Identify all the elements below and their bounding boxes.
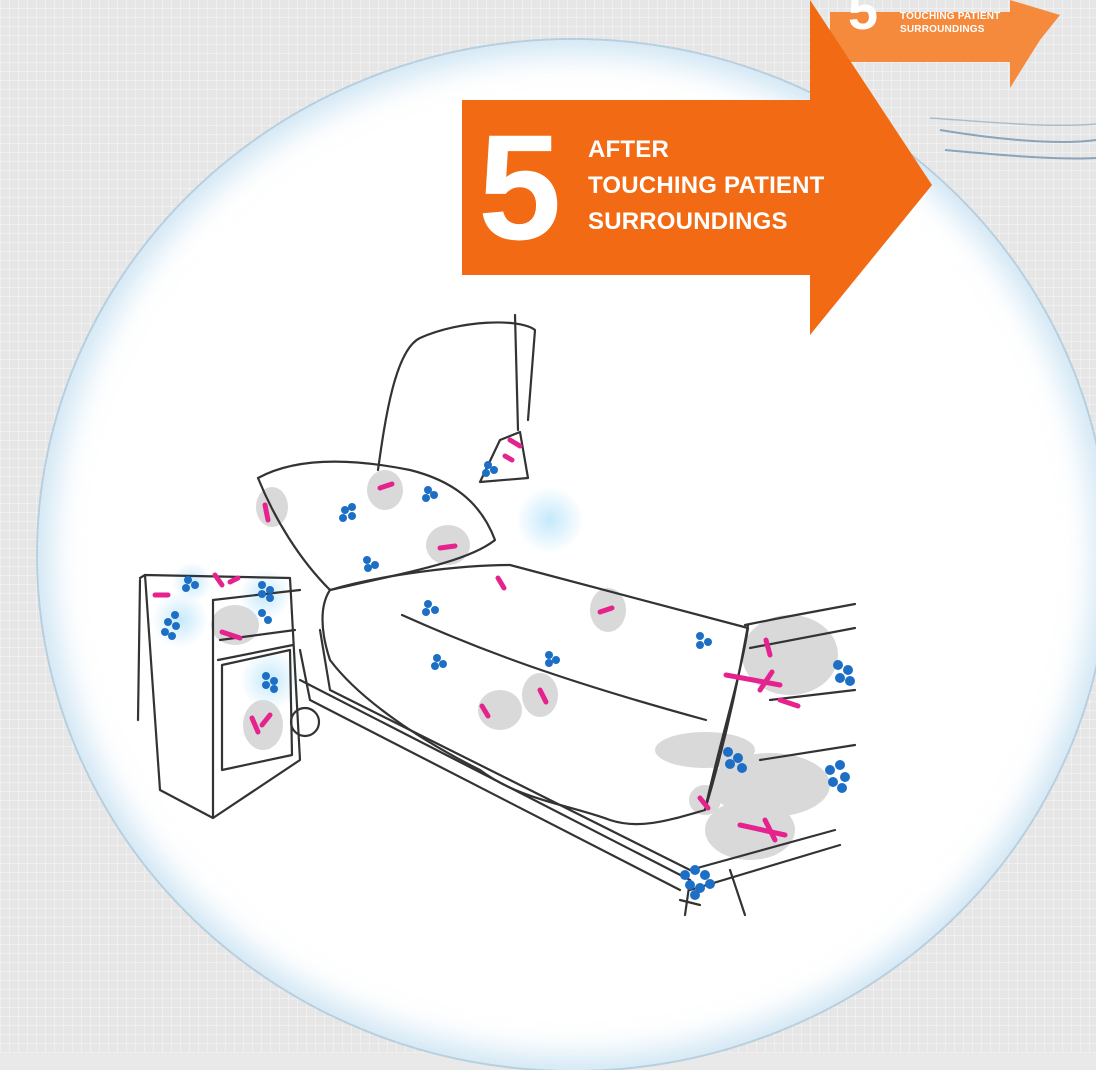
bed-frame-side	[320, 630, 690, 870]
glow-spots	[152, 486, 584, 710]
pink-bacteria	[155, 440, 798, 840]
trapeze-pole	[515, 315, 518, 430]
bed-wheel	[291, 708, 319, 736]
headboard	[378, 322, 535, 470]
